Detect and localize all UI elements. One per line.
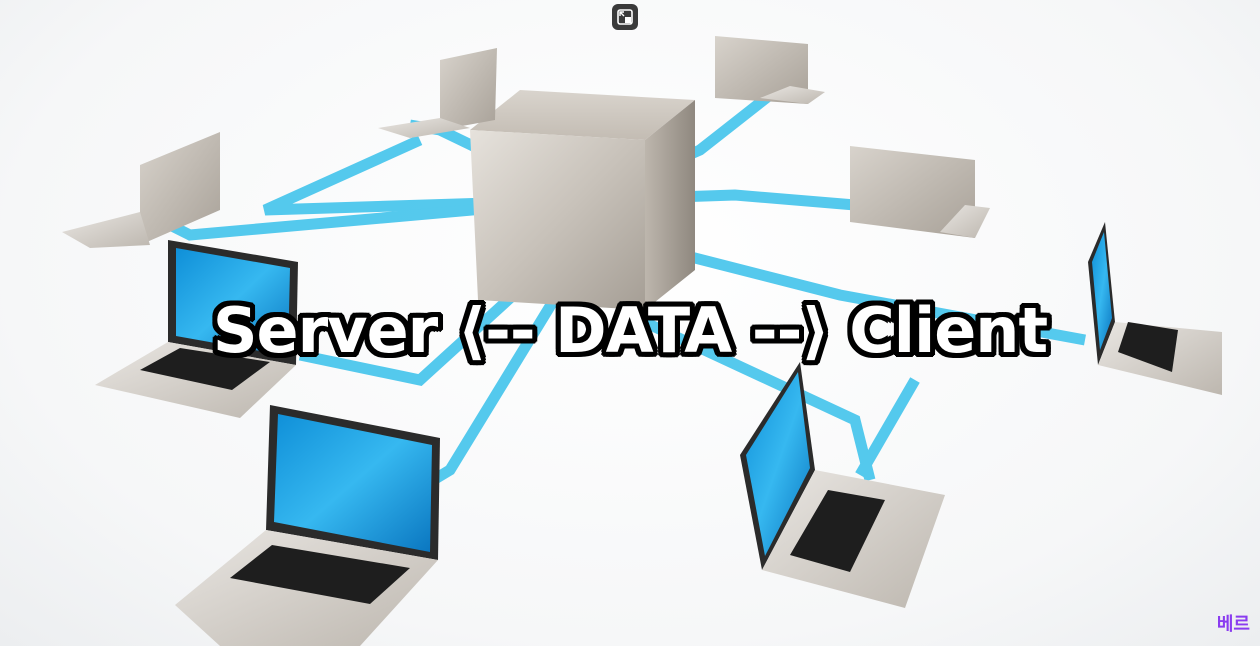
- video-caption: Server ⟨-- DATA --⟩ Client: [212, 294, 1048, 367]
- channel-watermark: 베르: [1216, 614, 1250, 635]
- server-cube: [470, 90, 695, 310]
- laptop-front-1: [95, 240, 298, 418]
- laptop-back-1: [378, 48, 497, 138]
- picture-in-picture-icon: [617, 9, 633, 25]
- laptop-front-2: [175, 405, 440, 646]
- laptop-back-3: [850, 146, 990, 238]
- laptop-back-2: [715, 36, 825, 104]
- laptop-front-4: [1088, 222, 1222, 395]
- laptop-front-3: [740, 362, 945, 608]
- pip-toggle-button[interactable]: [612, 4, 638, 30]
- laptop-back-4: [62, 132, 220, 248]
